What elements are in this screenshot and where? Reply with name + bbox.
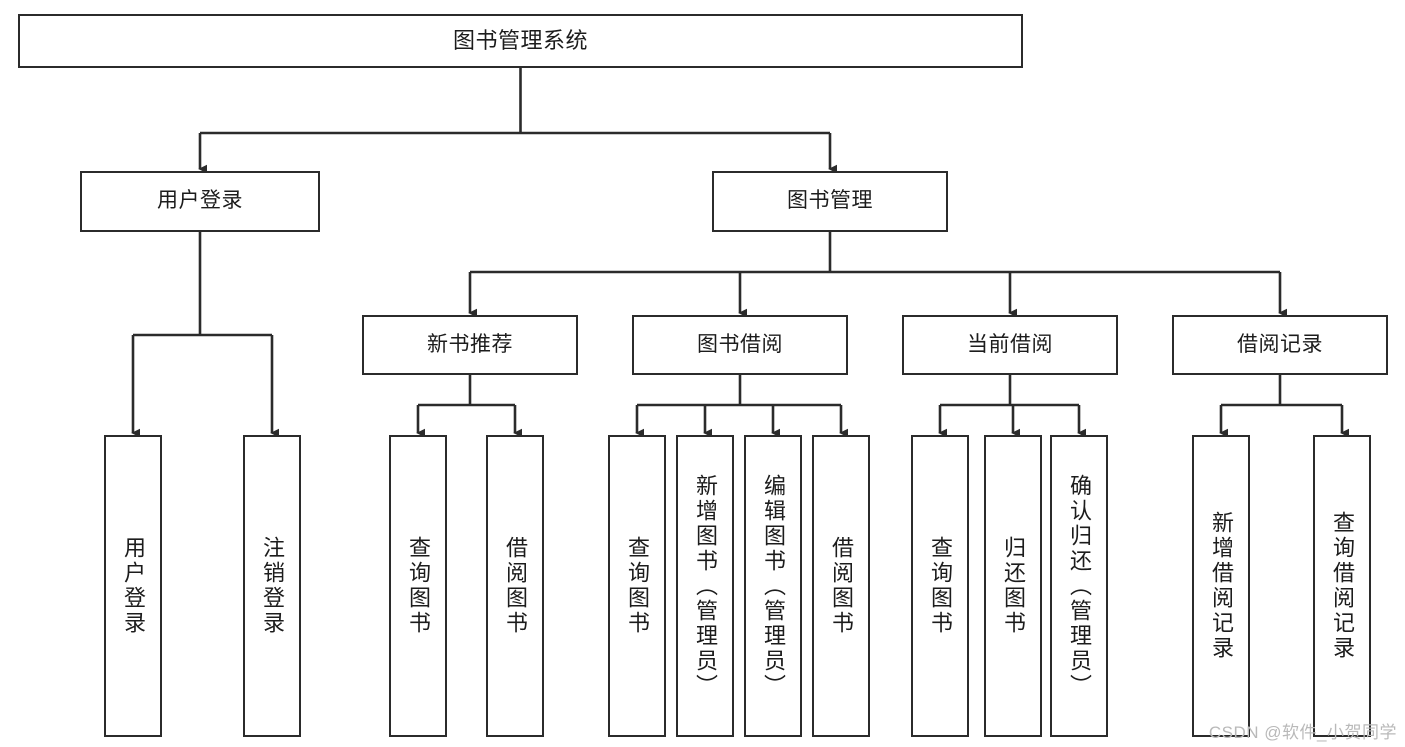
node-loan-record[interactable]: 借阅记录	[1172, 315, 1388, 375]
node-label: 注销登录	[260, 536, 285, 636]
node-label: 新书推荐	[427, 332, 513, 356]
node-leaf-add-book[interactable]: 新增图书（管理员）	[676, 435, 734, 737]
node-leaf-user-logout[interactable]: 注销登录	[243, 435, 301, 737]
node-current-loan[interactable]: 当前借阅	[902, 315, 1118, 375]
node-label: 图书借阅	[697, 332, 783, 356]
node-leaf-query-record[interactable]: 查询借阅记录	[1313, 435, 1371, 737]
node-label: 新增借阅记录	[1209, 511, 1234, 661]
node-label: 用户登录	[157, 189, 243, 213]
node-label: 图书管理系统	[452, 28, 588, 54]
node-user-login[interactable]: 用户登录	[80, 171, 320, 232]
node-leaf-borrow-book-2[interactable]: 借阅图书	[812, 435, 870, 737]
node-label: 查询图书	[625, 536, 650, 636]
node-leaf-add-record[interactable]: 新增借阅记录	[1192, 435, 1250, 737]
node-label: 当前借阅	[967, 332, 1053, 356]
node-leaf-query-book-2[interactable]: 查询图书	[608, 435, 666, 737]
node-root[interactable]: 图书管理系统	[18, 14, 1023, 68]
node-leaf-return-book[interactable]: 归还图书	[984, 435, 1042, 737]
node-label: 查询借阅记录	[1330, 511, 1355, 661]
node-label: 借阅图书	[503, 536, 528, 636]
node-label: 编辑图书（管理员）	[761, 473, 786, 699]
node-label: 图书管理	[787, 189, 873, 213]
node-leaf-edit-book[interactable]: 编辑图书（管理员）	[744, 435, 802, 737]
node-label: 确认归还（管理员）	[1067, 473, 1092, 699]
node-label: 借阅图书	[829, 536, 854, 636]
node-label: 归还图书	[1001, 536, 1026, 636]
node-label: 用户登录	[121, 536, 146, 636]
node-label: 查询图书	[406, 536, 431, 636]
node-leaf-user-login[interactable]: 用户登录	[104, 435, 162, 737]
node-leaf-query-book-3[interactable]: 查询图书	[911, 435, 969, 737]
node-new-book-rec[interactable]: 新书推荐	[362, 315, 578, 375]
node-leaf-borrow-book-1[interactable]: 借阅图书	[486, 435, 544, 737]
node-book-borrow[interactable]: 图书借阅	[632, 315, 848, 375]
node-leaf-confirm-return[interactable]: 确认归还（管理员）	[1050, 435, 1108, 737]
node-label: 新增图书（管理员）	[693, 473, 718, 699]
node-label: 借阅记录	[1237, 332, 1323, 356]
node-book-manage[interactable]: 图书管理	[712, 171, 948, 232]
node-leaf-query-book-1[interactable]: 查询图书	[389, 435, 447, 737]
node-label: 查询图书	[928, 536, 953, 636]
watermark-text: CSDN @软件_小贺同学	[1208, 723, 1397, 742]
